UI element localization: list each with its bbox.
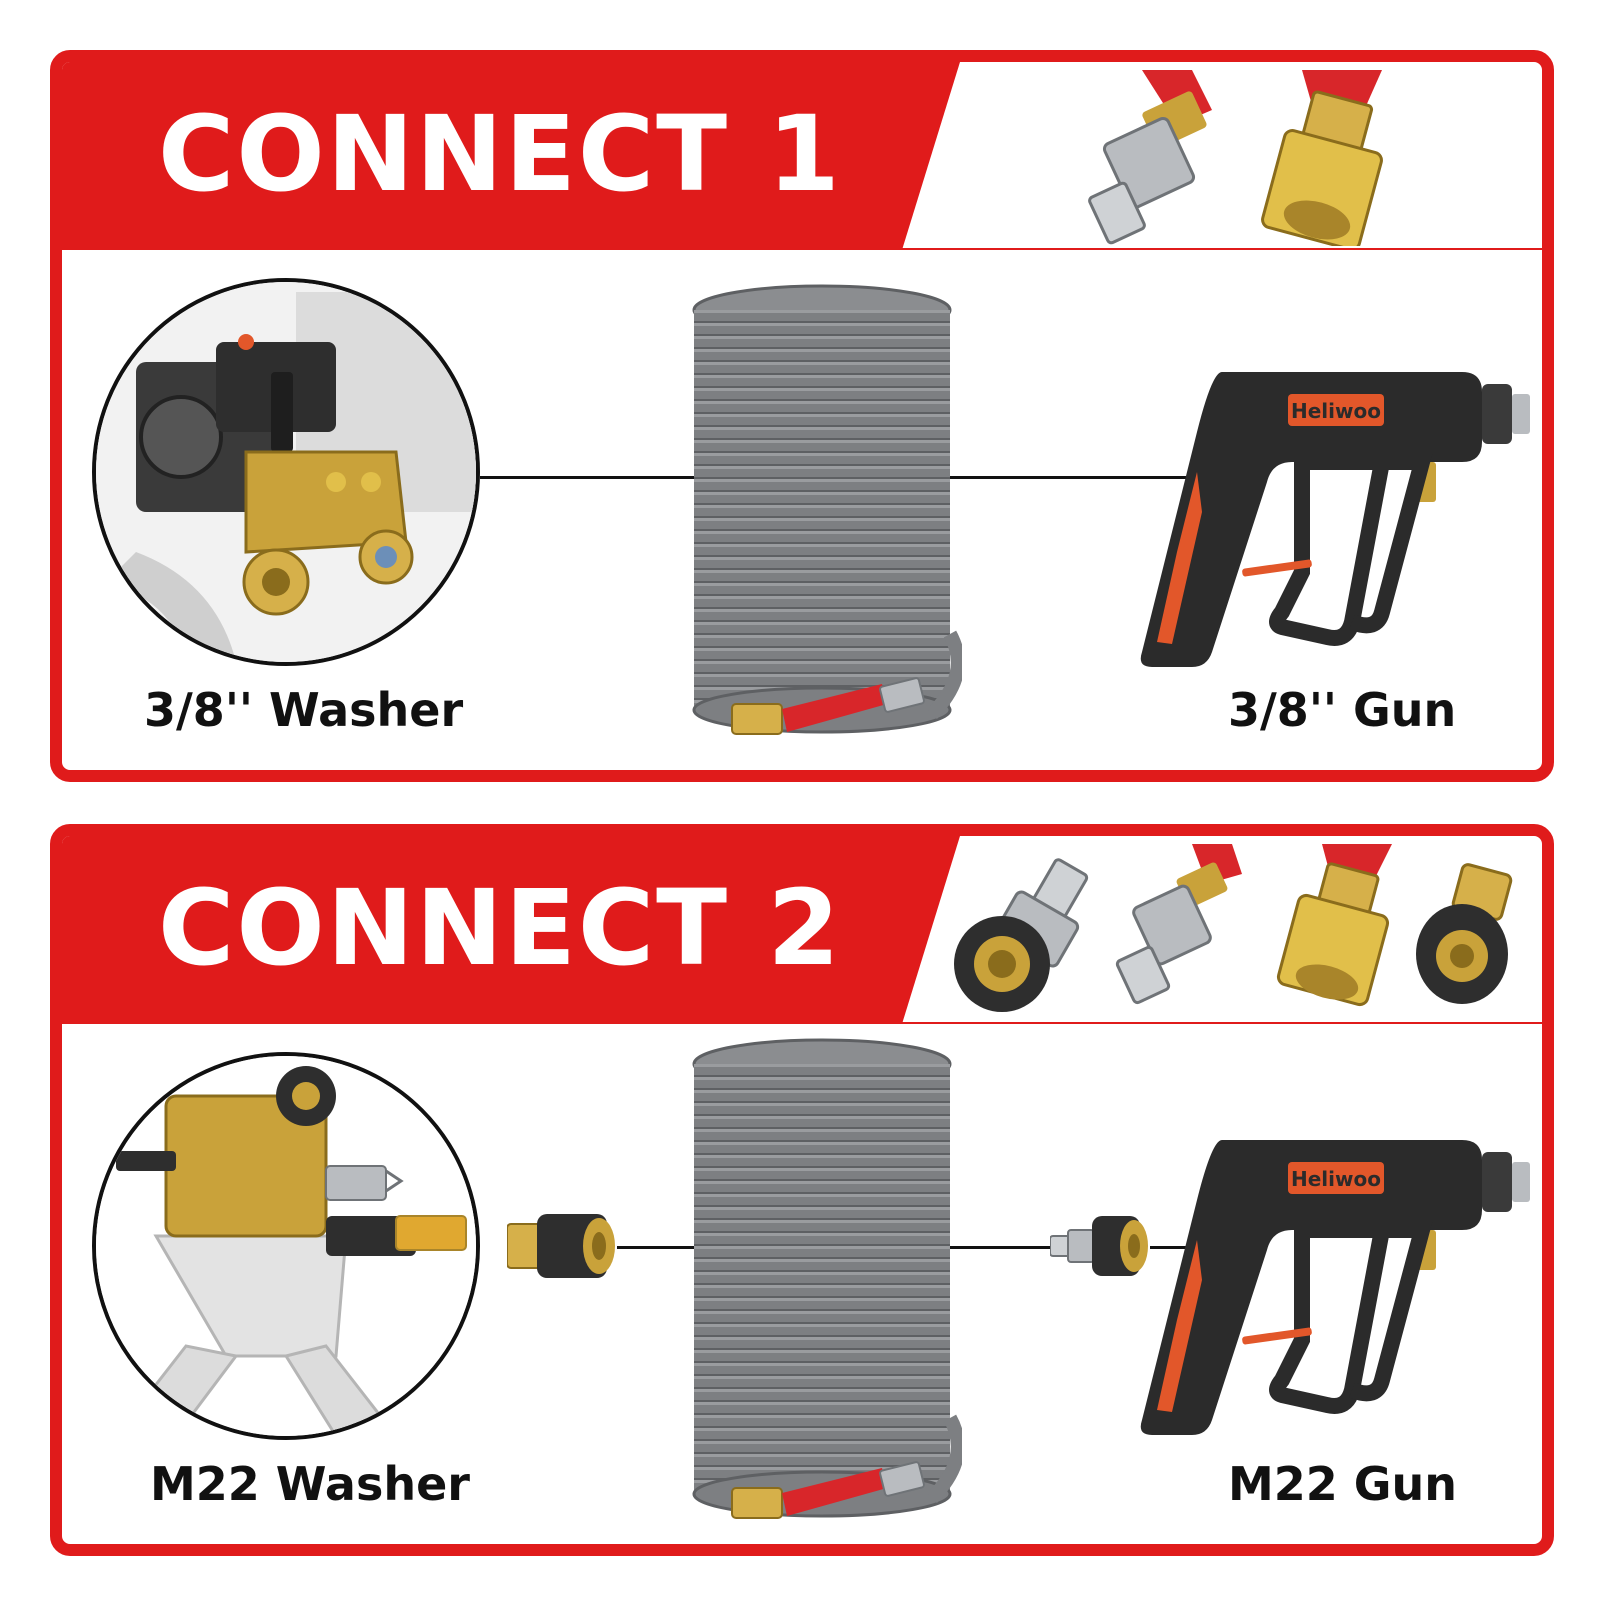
left-m22-adapter: [506, 1208, 617, 1284]
connector-line-left: [617, 1246, 702, 1249]
washer-m22-label: M22 Washer: [150, 1457, 470, 1511]
connector-line-right: [950, 476, 1200, 479]
quick-connect-plug-icon: [1088, 70, 1212, 245]
connect-2-fittings: [942, 844, 1522, 1020]
banner-background: [62, 836, 1542, 1024]
connector-line-right-2: [1150, 1246, 1190, 1249]
spray-gun-icon: Heliwoo: [1140, 372, 1530, 667]
connect-1-banner: CONNECT 1: [62, 62, 1542, 251]
connect-2-title: CONNECT 2: [158, 867, 842, 989]
gun-m22-label: M22 Gun: [1228, 1457, 1458, 1511]
connect-2-panel: CONNECT 2: [50, 824, 1554, 1556]
right-m22-adapter: [1049, 1208, 1150, 1284]
connect-1-panel: CONNECT 1: [50, 50, 1554, 782]
m22-coupler-icon: [1049, 1216, 1148, 1276]
banner-background: [62, 62, 1542, 250]
m22-coupler-icon: [954, 858, 1089, 1012]
hose-coil-1: [692, 284, 965, 744]
m22-coupler-icon: [506, 1214, 615, 1278]
m22-fittings-icon: [954, 844, 1513, 1012]
washer-3-8-circle: [92, 278, 480, 666]
quick-connect-coupler-icon: [1276, 844, 1392, 1007]
quick-connect-fittings-icon: [1088, 70, 1383, 251]
hose-coil-2: [692, 1038, 965, 1528]
connector-line-right: [950, 1246, 1050, 1249]
gun-brand-text: Heliwoo: [1291, 1167, 1381, 1191]
connect-1-fittings: [1062, 70, 1442, 251]
quick-connect-plug-icon: [1115, 844, 1242, 1005]
connect-1-title: CONNECT 1: [158, 93, 842, 215]
gun-3-8-label: 3/8'' Gun: [1228, 683, 1457, 737]
connector-line-left: [480, 476, 702, 479]
hose-coil-icon: [692, 284, 965, 735]
spray-gun-icon: Heliwoo: [1140, 1140, 1530, 1435]
washer-m22-circle: [92, 1052, 480, 1440]
washer-pump-icon: [96, 1056, 476, 1436]
m22-coupler-icon: [1416, 863, 1513, 1004]
spray-gun-2: Heliwoo: [1132, 1140, 1532, 1440]
spray-gun-1: Heliwoo: [1132, 372, 1532, 672]
quick-connect-coupler-icon: [1261, 70, 1383, 251]
washer-pump-icon: [96, 282, 476, 662]
gun-brand-text: Heliwoo: [1291, 399, 1381, 423]
connect-2-banner: CONNECT 2: [62, 836, 1542, 1024]
washer-3-8-label: 3/8'' Washer: [144, 683, 464, 737]
hose-coil-icon: [692, 1038, 965, 1519]
